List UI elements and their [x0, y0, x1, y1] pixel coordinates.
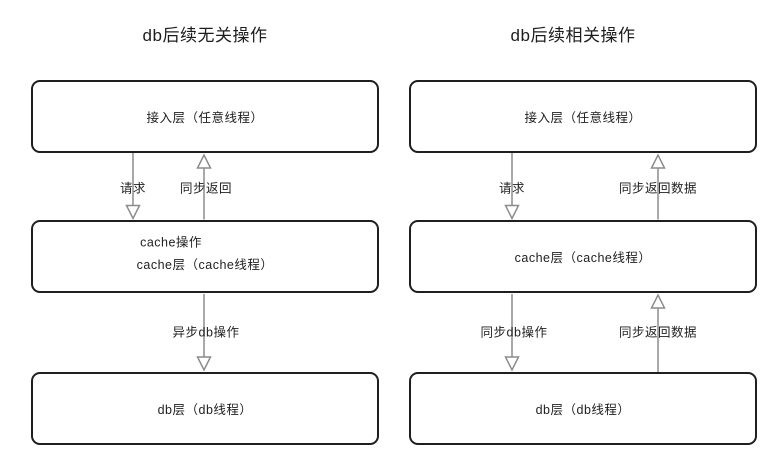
- right-sync-return-edge-label: 同步返回数据: [618, 181, 698, 196]
- right-db-layer-label: db层（db线程）: [535, 403, 631, 417]
- left-request-arrowhead-icon: [125, 204, 141, 221]
- right-diagram-title: db后续相关操作: [510, 26, 636, 45]
- left-cache-layer-box: cache层（cache线程）: [31, 220, 379, 293]
- right-db-return-arrowhead-icon: [650, 293, 666, 309]
- left-access-layer-label: 接入层（任意线程）: [146, 111, 264, 125]
- left-cache-layer-label: cache层（cache线程）: [136, 258, 274, 272]
- left-sync-return-edge-label: 同步返回: [179, 181, 233, 196]
- right-cache-layer-label: cache层（cache线程）: [514, 251, 652, 265]
- left-sync-return-arrowhead-icon: [196, 153, 212, 169]
- left-db-layer-label: db层（db线程）: [157, 403, 253, 417]
- left-request-edge-label: 请求: [119, 181, 147, 196]
- left-cache-op-edge-label: cache操作: [137, 231, 205, 251]
- left-diagram-title: db后续无关操作: [142, 26, 268, 45]
- left-async-db-edge-label: 异步db操作: [172, 325, 240, 340]
- right-access-layer-label: 接入层（任意线程）: [524, 111, 642, 125]
- right-db-return-edge-label: 同步返回数据: [618, 325, 698, 340]
- left-async-db-arrowhead-icon: [196, 356, 212, 372]
- right-cache-layer-box: cache层（cache线程）: [409, 220, 757, 293]
- right-access-layer-box: 接入层（任意线程）: [409, 80, 757, 153]
- right-request-edge-label: 请求: [498, 181, 526, 196]
- left-access-layer-box: 接入层（任意线程）: [31, 80, 379, 153]
- right-request-arrowhead-icon: [504, 204, 520, 221]
- right-sync-db-edge-label: 同步db操作: [480, 325, 548, 340]
- right-sync-db-arrowhead-icon: [504, 356, 520, 372]
- left-db-layer-box: db层（db线程）: [31, 372, 379, 445]
- right-sync-return-arrowhead-icon: [650, 153, 666, 169]
- right-db-layer-box: db层（db线程）: [409, 372, 757, 445]
